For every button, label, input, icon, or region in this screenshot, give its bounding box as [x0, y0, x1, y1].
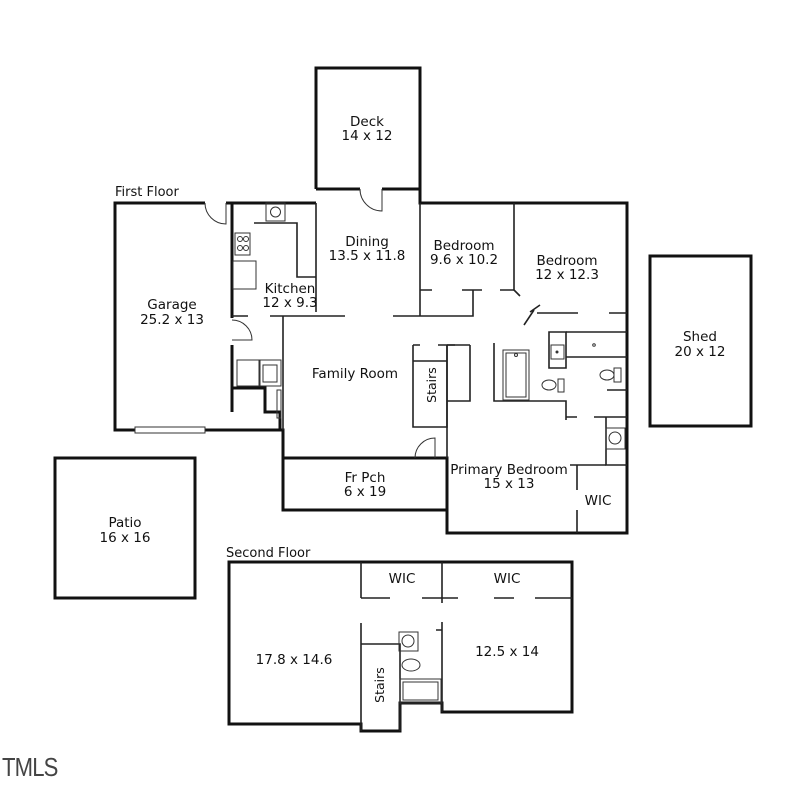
svg-text:Shed: Shed	[683, 329, 717, 345]
first-floor-label: First Floor	[115, 185, 179, 200]
svg-text:25.2 x 13: 25.2 x 13	[140, 312, 204, 328]
svg-text:Primary Bedroom: Primary Bedroom	[450, 462, 568, 478]
stairs-second-floor: Stairs	[372, 667, 387, 703]
stairs-first-floor: Stairs	[412, 344, 455, 428]
room-patio: Patio 16 x 16	[53, 456, 197, 600]
mls-watermark: TMLS	[2, 752, 58, 782]
room-left-dims: 17.8 x 14.6	[256, 652, 333, 668]
room-deck: Deck 14 x 12	[314, 66, 422, 212]
wic-left-label: WIC	[389, 571, 416, 587]
svg-text:Bedroom: Bedroom	[536, 253, 597, 269]
svg-text:20 x 12: 20 x 12	[675, 344, 726, 360]
svg-text:13.5 x 11.8: 13.5 x 11.8	[329, 248, 406, 264]
svg-text:Stairs: Stairs	[424, 367, 439, 403]
svg-text:6 x 19: 6 x 19	[344, 484, 386, 500]
svg-text:14 x 12: 14 x 12	[342, 128, 393, 144]
room-dining: Dining 13.5 x 11.8	[329, 203, 421, 316]
svg-text:12 x 12.3: 12 x 12.3	[535, 267, 599, 283]
svg-text:15 x 13: 15 x 13	[484, 476, 535, 492]
svg-text:Patio: Patio	[108, 515, 141, 531]
room-garage: Garage 25.2 x 13	[113, 201, 280, 434]
wic-label: WIC	[585, 493, 612, 509]
svg-text:Fr Pch: Fr Pch	[345, 470, 386, 486]
svg-text:12 x 9.3: 12 x 9.3	[262, 295, 317, 311]
room-bedroom-2: Bedroom 12 x 12.3	[513, 203, 627, 326]
svg-text:Kitchen: Kitchen	[265, 281, 316, 297]
wic-right-label: WIC	[494, 571, 521, 587]
laundry-area	[236, 316, 284, 430]
room-shed: Shed 20 x 12	[648, 254, 753, 428]
svg-text:Bedroom: Bedroom	[433, 238, 494, 254]
svg-text:16 x 16: 16 x 16	[100, 530, 151, 546]
svg-text:Dining: Dining	[345, 234, 389, 250]
room-family: Family Room	[312, 366, 398, 382]
second-floor-label: Second Floor	[226, 546, 311, 561]
svg-text:9.6 x 10.2: 9.6 x 10.2	[430, 252, 498, 268]
second-floor: WIC WIC 17.8 x 14.6 12.5 x 14 Stairs	[227, 560, 574, 733]
svg-text:Garage: Garage	[147, 297, 196, 313]
room-primary-bedroom: Primary Bedroom 15 x 13 WIC	[446, 331, 627, 533]
room-kitchen: Kitchen 12 x 9.3	[232, 202, 420, 317]
svg-text:Deck: Deck	[350, 114, 384, 130]
room-front-porch: Fr Pch 6 x 19	[281, 437, 447, 512]
room-bedroom-1: Bedroom 9.6 x 10.2	[420, 238, 514, 317]
room-right-dims: 12.5 x 14	[475, 644, 539, 660]
svg-text:Family Room: Family Room	[312, 366, 398, 382]
